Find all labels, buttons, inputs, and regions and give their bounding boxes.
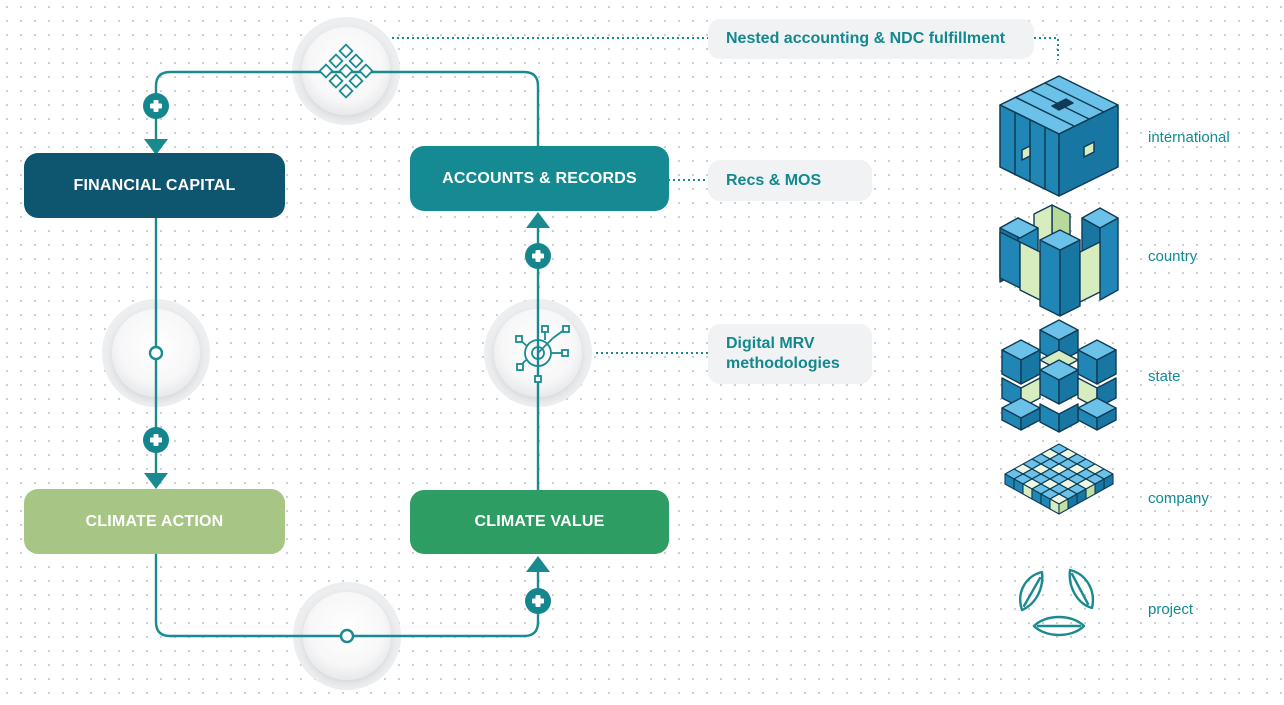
nested-accounting-label: Nested accounting & NDC fulfillment bbox=[726, 30, 1006, 47]
plus-icon bbox=[525, 588, 551, 614]
climate-value-label: CLIMATE VALUE bbox=[474, 513, 605, 530]
plus-icon bbox=[525, 243, 551, 269]
plus-icon bbox=[143, 427, 169, 453]
company-cube-icon bbox=[1004, 443, 1114, 515]
target-nodes-icon bbox=[515, 325, 570, 383]
tier-label-state: state bbox=[1148, 368, 1181, 385]
tier-label-company: company bbox=[1148, 490, 1209, 507]
nested-accounting-callout: Nested accounting & NDC fulfillment bbox=[708, 19, 1034, 59]
diamond-network-icon bbox=[318, 43, 374, 99]
arrow-down-financial bbox=[144, 139, 168, 155]
tier-label-international: international bbox=[1148, 129, 1230, 146]
climate-action-label: CLIMATE ACTION bbox=[85, 512, 224, 530]
recs-mos-callout: Recs & MOS bbox=[708, 160, 872, 201]
leaf-cycle-icon bbox=[1019, 568, 1095, 637]
recs-mos-label: Recs & MOS bbox=[726, 171, 822, 189]
leader-nested-down bbox=[1034, 37, 1059, 60]
state-cube-icon bbox=[1001, 319, 1117, 433]
arrow-down-action bbox=[144, 473, 168, 489]
arrow-heads bbox=[144, 139, 550, 572]
accounts-records-node: ACCOUNTS & RECORDS bbox=[410, 146, 669, 211]
digital-mrv-callout: Digital MRV methodologies bbox=[708, 324, 872, 384]
digital-mrv-label: Digital MRV methodologies bbox=[726, 335, 840, 372]
connector-ring-bottom bbox=[339, 628, 355, 644]
plus-icon bbox=[143, 93, 169, 119]
arrow-up-value bbox=[526, 556, 550, 572]
tier-label-country: country bbox=[1148, 248, 1198, 265]
financial-capital-node: FINANCIAL CAPITAL bbox=[24, 153, 285, 218]
international-cube-icon bbox=[999, 75, 1119, 197]
country-cube-icon bbox=[999, 204, 1119, 317]
accounts-records-label: ACCOUNTS & RECORDS bbox=[442, 169, 637, 187]
dotted-leaders bbox=[392, 37, 1059, 354]
climate-value-node: CLIMATE VALUE bbox=[410, 490, 669, 554]
arrow-up-accounts bbox=[526, 212, 550, 228]
tier-label-project: project bbox=[1148, 601, 1194, 618]
financial-capital-label: FINANCIAL CAPITAL bbox=[73, 176, 236, 194]
connector-ring-left bbox=[148, 345, 164, 361]
climate-action-node: CLIMATE ACTION bbox=[24, 489, 285, 554]
